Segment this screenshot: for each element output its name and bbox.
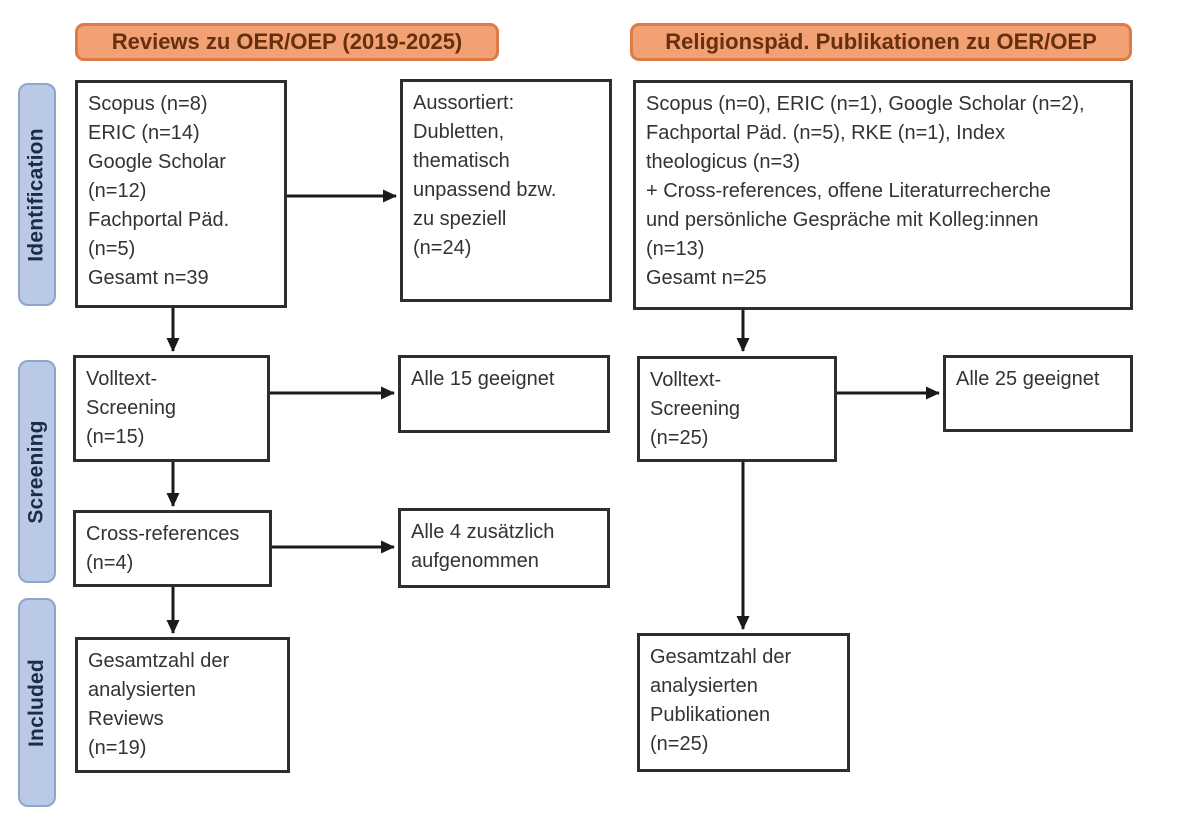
box-left-crossref-result: Alle 4 zusätzlich aufgenommen: [398, 508, 610, 588]
box-left-sources: Scopus (n=8) ERIC (n=14) Google Scholar …: [75, 80, 287, 308]
stage-bar-identification: Identification: [18, 83, 56, 306]
stage-label-included: Included: [25, 658, 49, 747]
stage-bar-included: Included: [18, 598, 56, 807]
stage-label-identification: Identification: [25, 127, 48, 262]
stage-bar-screening: Screening: [18, 360, 56, 583]
box-right-included-total: Gesamtzahl der analysierten Publikatione…: [637, 633, 850, 772]
box-left-included-total: Gesamtzahl der analysierten Reviews (n=1…: [75, 637, 290, 773]
box-right-sources: Scopus (n=0), ERIC (n=1), Google Scholar…: [633, 80, 1133, 310]
box-left-fulltext-result: Alle 15 geeignet: [398, 355, 610, 433]
box-left-crossreferences: Cross-references (n=4): [73, 510, 272, 587]
box-right-fulltext-screening: Volltext- Screening (n=25): [637, 356, 837, 462]
stage-label-screening: Screening: [25, 419, 48, 524]
box-right-fulltext-result: Alle 25 geeignet: [943, 355, 1133, 432]
column-header-religionspaed: Religionspäd. Publikationen zu OER/OEP: [630, 23, 1132, 61]
column-header-reviews: Reviews zu OER/OEP (2019-2025): [75, 23, 499, 61]
box-left-fulltext-screening: Volltext- Screening (n=15): [73, 355, 270, 462]
box-left-excluded: Aussortiert: Dubletten, thematisch unpas…: [400, 79, 612, 302]
